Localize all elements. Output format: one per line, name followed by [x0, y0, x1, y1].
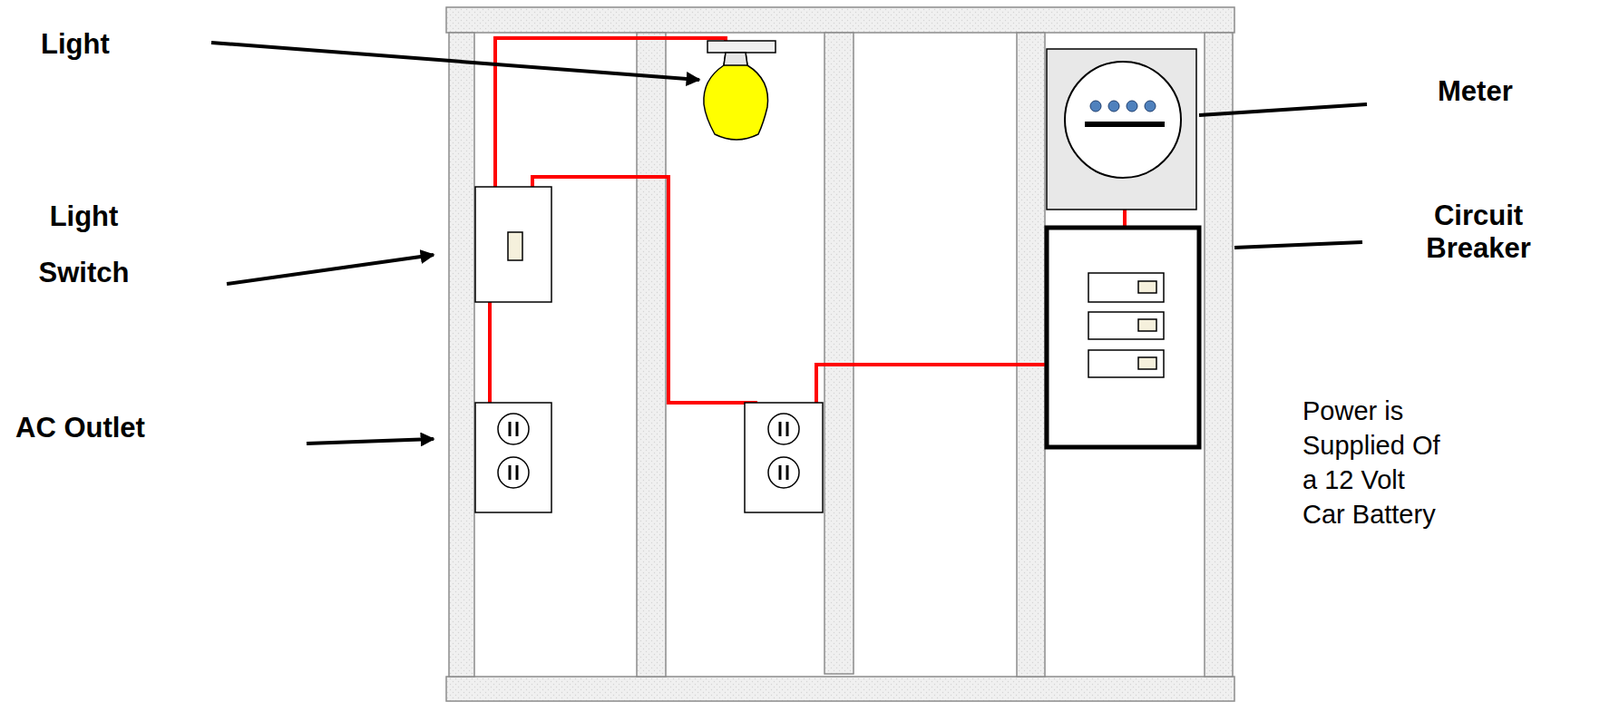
wire	[495, 38, 726, 187]
receptacle	[497, 457, 529, 488]
part-label: Circuit Breaker	[1401, 199, 1556, 265]
light-fixture	[703, 40, 776, 140]
part-label: Power is Supplied Of a 12 Volt Car Batte…	[1302, 393, 1448, 532]
light-switch	[475, 186, 552, 303]
part-label: AC Outlet	[15, 410, 146, 446]
outlet-plate	[744, 402, 823, 513]
electric-meter	[1046, 48, 1197, 210]
receptacle	[768, 457, 800, 488]
leader-arrow	[226, 254, 434, 284]
light-socket	[707, 40, 776, 53]
meter-face	[1064, 61, 1181, 178]
bulb-base	[723, 52, 748, 66]
top-plate	[446, 7, 1235, 33]
receptacle	[497, 413, 529, 445]
part-label: Meter	[1437, 74, 1513, 109]
part-label: Light Switch	[9, 188, 159, 302]
outlet-plate	[475, 402, 552, 513]
light-bulb	[703, 52, 769, 140]
bottom-plate	[446, 676, 1235, 702]
wire	[532, 176, 758, 403]
leader-line	[1234, 242, 1363, 248]
ac-outlet	[475, 402, 823, 513]
stud	[636, 32, 666, 677]
switch-toggle	[507, 232, 523, 261]
stud	[448, 32, 475, 677]
wiring	[489, 38, 1125, 403]
receptacle	[768, 413, 800, 445]
leader-lines	[211, 42, 1367, 444]
stud	[1204, 32, 1233, 677]
wall-frame	[446, 7, 1235, 702]
outlet-slots	[509, 421, 788, 480]
wire	[487, 302, 492, 403]
stud	[824, 32, 854, 674]
panel-box	[1046, 227, 1200, 448]
meter-box	[1046, 48, 1197, 210]
leader-arrow	[211, 42, 700, 80]
leader-arrow	[306, 439, 434, 444]
meter-bar	[1084, 121, 1165, 127]
stud	[1016, 32, 1045, 677]
part-label: Light	[40, 27, 110, 62]
switch-plate	[475, 186, 552, 303]
leader-line	[1199, 104, 1367, 116]
breaker-panel	[1046, 227, 1200, 448]
